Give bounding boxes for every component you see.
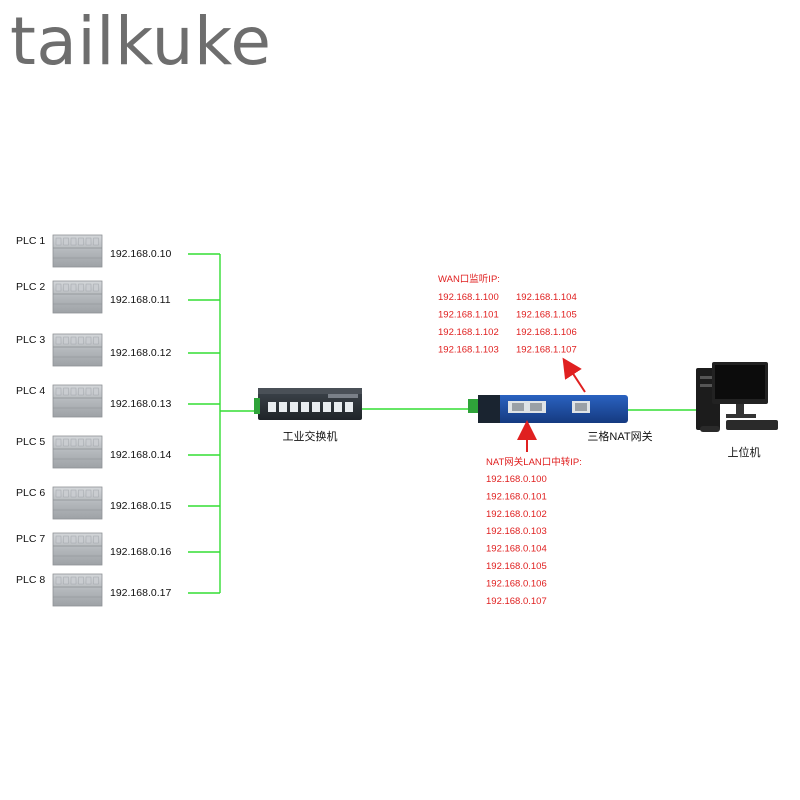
lan-ip: 192.168.0.100 xyxy=(486,474,547,485)
brand-watermark: tailkuke xyxy=(10,3,272,80)
plc-label: PLC 5 xyxy=(16,436,45,448)
plc-device: PLC 8 192.168.0.17 xyxy=(16,573,171,607)
industrial-switch xyxy=(254,388,362,420)
plc-ip: 192.168.0.12 xyxy=(110,347,171,359)
plc-label: PLC 4 xyxy=(16,385,45,397)
lan-ip: 192.168.0.107 xyxy=(486,596,547,607)
plc-label: PLC 8 xyxy=(16,574,45,586)
plc-module-icon xyxy=(52,280,103,314)
plc-ip: 192.168.0.10 xyxy=(110,248,171,260)
lan-ip: 192.168.0.103 xyxy=(486,526,547,537)
plc-device: PLC 2 192.168.0.11 xyxy=(16,280,171,314)
plc-label: PLC 6 xyxy=(16,487,45,499)
plc-label: PLC 3 xyxy=(16,334,45,346)
plc-ip: 192.168.0.17 xyxy=(110,587,171,599)
wan-arrow xyxy=(562,357,586,393)
plc-device: PLC 3 192.168.0.12 xyxy=(16,333,171,367)
plc-label: PLC 7 xyxy=(16,533,45,545)
lan-ip: 192.168.0.105 xyxy=(486,561,547,572)
lan-title: NAT网关LAN口中转IP: xyxy=(486,456,582,468)
switch-label: 工业交换机 xyxy=(283,429,338,443)
plc-device: PLC 1 192.168.0.10 xyxy=(16,234,171,268)
wan-ip: 192.168.1.100 xyxy=(438,292,499,303)
plc-module-icon xyxy=(52,234,103,268)
plc-module-icon xyxy=(52,532,103,566)
plc-device: PLC 7 192.168.0.16 xyxy=(16,532,171,566)
plc-device: PLC 4 192.168.0.13 xyxy=(16,384,171,418)
host-computer-icon xyxy=(696,362,778,432)
plc-ip: 192.168.0.11 xyxy=(110,294,171,306)
plc-device: PLC 5 192.168.0.14 xyxy=(16,435,171,469)
wan-ip: 192.168.1.106 xyxy=(516,327,577,338)
plc-ip: 192.168.0.15 xyxy=(110,500,171,512)
plc-module-icon xyxy=(52,333,103,367)
gateway-label: 三格NAT网关 xyxy=(587,429,652,443)
plc-ip: 192.168.0.13 xyxy=(110,398,171,410)
plc-ip: 192.168.0.14 xyxy=(110,449,171,461)
wan-ip: 192.168.1.107 xyxy=(516,345,577,356)
plc-device: PLC 6 192.168.0.15 xyxy=(16,486,171,520)
plc-module-icon xyxy=(52,486,103,520)
wan-ip: 192.168.1.101 xyxy=(438,310,499,321)
plc-module-icon xyxy=(52,435,103,469)
host-label: 上位机 xyxy=(728,445,761,459)
wan-ip-column-1: 192.168.1.100 192.168.1.101 192.168.1.102 1… xyxy=(438,292,499,356)
wan-title: WAN口监听IP: xyxy=(438,273,500,285)
plc-label: PLC 1 xyxy=(16,235,45,247)
nat-gateway-device xyxy=(468,395,628,423)
wan-ip: 192.168.1.104 xyxy=(516,292,577,303)
bus-lines xyxy=(188,253,700,594)
lan-ip: 192.168.0.102 xyxy=(486,509,547,520)
wan-ip-column-2: 192.168.1.104 192.168.1.105 192.168.1.106 1… xyxy=(516,292,577,356)
lan-ip: 192.168.0.101 xyxy=(486,491,547,502)
plc-module-icon xyxy=(52,384,103,418)
wan-ip: 192.168.1.105 xyxy=(516,310,577,321)
plc-module-icon xyxy=(52,573,103,607)
plc-label: PLC 2 xyxy=(16,281,45,293)
wan-ip: 192.168.1.103 xyxy=(438,345,499,356)
plc-ip: 192.168.0.16 xyxy=(110,546,171,558)
lan-ip-list: 192.168.0.100 192.168.0.101 192.168.0.102 1… xyxy=(486,474,547,607)
lan-ip: 192.168.0.104 xyxy=(486,544,547,555)
lan-ip: 192.168.0.106 xyxy=(486,578,547,589)
wan-ip: 192.168.1.102 xyxy=(438,327,499,338)
